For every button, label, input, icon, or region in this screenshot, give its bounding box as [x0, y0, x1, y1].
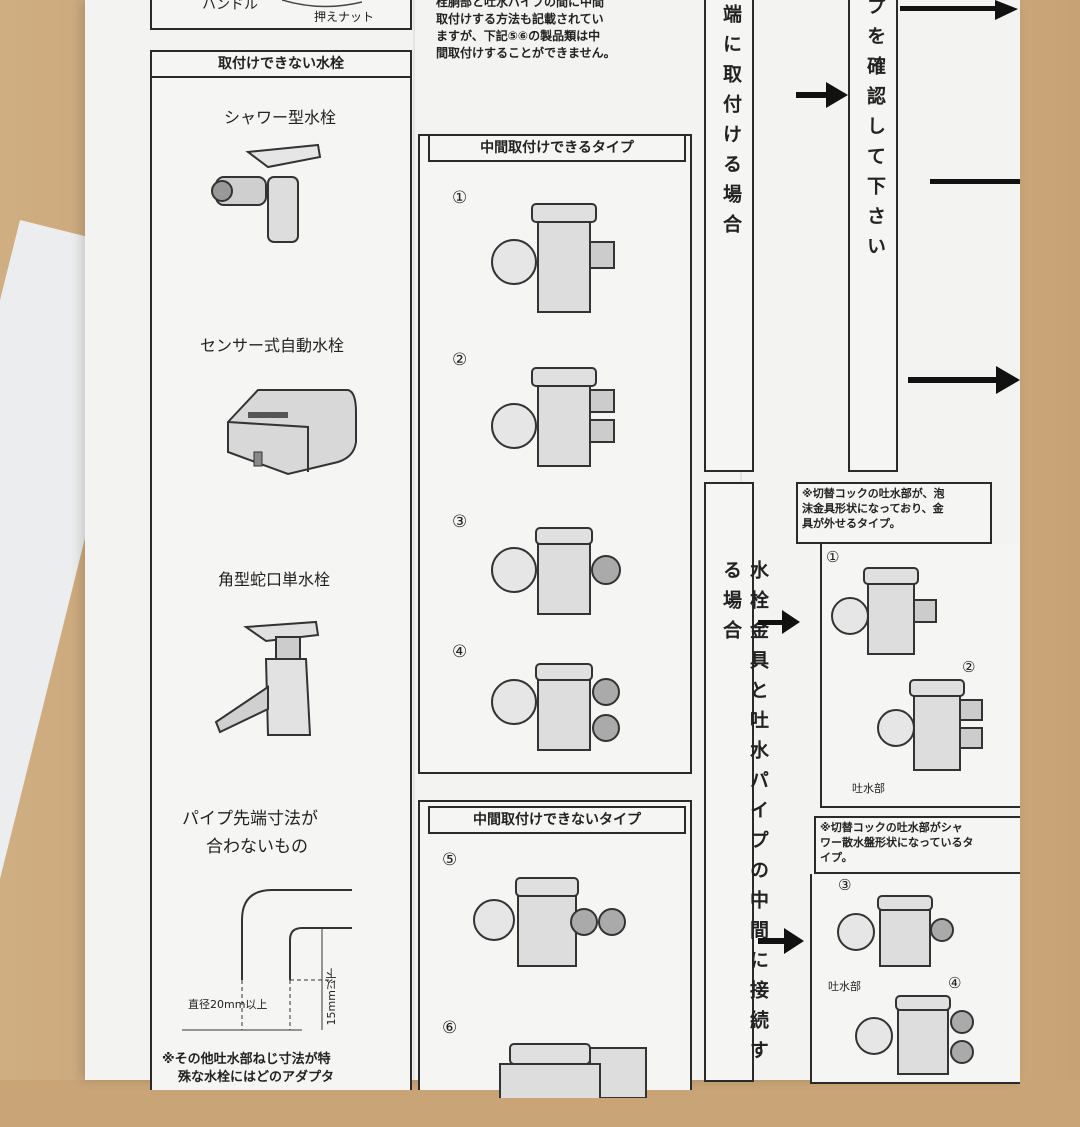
arrow-right-icon [900, 0, 1018, 20]
note-foam-line: ※切替コックの吐水部が、泡 [802, 487, 945, 500]
foam-examples-box: ① ② 吐水部 [820, 544, 1020, 808]
foam-item-2: ② [962, 658, 976, 676]
diameter-label: 直径20mm以上 [188, 998, 268, 1011]
intro-text-line: 間取付けすることができません。 [436, 46, 616, 60]
pipe-title-line1: パイプ先端寸法が [182, 809, 318, 829]
middle-connection-column: 水栓金具と吐水パイプの中間に接続する場合 [704, 482, 769, 1082]
pipe-dimension-diagram [182, 889, 352, 1031]
unsupported-faucets-box: 取付けできない水栓 シャワー型水栓 センサー式自動水栓 角型蛇口単水栓 [150, 50, 412, 770]
square-faucet-icon [214, 620, 320, 736]
handle-part-icon [282, 0, 362, 8]
item-number-1: ① [452, 188, 468, 208]
arrow-right-icon [796, 82, 848, 108]
item-number-5: ⑤ [442, 850, 458, 870]
intro-text-line: ますが、下記⑤⑥の製品類は中 [436, 29, 601, 43]
diverter-valve-icon-foam-2 [877, 679, 983, 771]
note-foam-line: 具が外せるタイプ。 [802, 517, 901, 530]
arrow-right-icon [758, 928, 804, 954]
diverter-valve-icon-6 [499, 1043, 647, 1098]
intro-text: 栓胴部と吐水パイプの間に中間 取付けする方法も記載されてい ますが、下記⑤⑥の製… [436, 0, 616, 62]
diverter-valve-icon-1 [491, 203, 615, 313]
diverter-valve-icon-5 [473, 877, 626, 967]
faucet-label-shower: シャワー型水栓 [224, 108, 337, 127]
incompatible-types-title: 中間取付けできないタイプ [428, 806, 686, 834]
diverter-valve-icon-2 [491, 367, 615, 467]
arrow-right-icon [758, 610, 800, 634]
note-shower-line: イプ。 [820, 851, 853, 864]
note-foam-text: ※切替コックの吐水部が、泡 沫金具形状になっており、金 具が外せるタイプ。 [802, 486, 944, 531]
note-foam-line: 沫金具形状になっており、金 [802, 502, 944, 515]
arrow-right-icon [908, 366, 1020, 394]
middle-connection-text: 水栓金具と吐水パイプの中間に接続する場合 [720, 560, 769, 1070]
shower-item-4: ④ [948, 974, 962, 992]
diverter-valve-icon-3 [491, 527, 621, 615]
faucet-label-sensor: センサー式自動水栓 [200, 336, 345, 355]
divider-line [930, 179, 1020, 184]
diverter-valve-icon-foam-1 [831, 567, 937, 655]
check-type-text: プを確認して下さい [864, 0, 886, 266]
bottom-note-line2: 殊な水栓にはどのアダプタ [178, 1070, 335, 1085]
incompatible-types-box: 中間取付けできないタイプ ⑤ ⑥ [418, 800, 692, 1098]
note-shower-text: ※切替コックの吐水部がシャ ワー散水盤形状になっているタ イプ。 [820, 820, 973, 865]
item-number-6: ⑥ [442, 1018, 458, 1038]
diverter-valve-icon-shower-3 [837, 895, 954, 967]
item-number-4: ④ [452, 642, 468, 662]
pipe-title-line2: 合わないもの [206, 837, 308, 857]
shower-item-3: ③ [838, 876, 852, 894]
bottom-note-line1: ※その他吐水部ねじ寸法が特 [162, 1052, 331, 1067]
nut-label: 押えナット [314, 10, 375, 24]
outlet-label-foam: 吐水部 [852, 782, 885, 795]
note-box-foam: ※切替コックの吐水部が、泡 沫金具形状になっており、金 具が外せるタイプ。 [796, 482, 992, 544]
diverter-valve-icon-shower-4 [855, 995, 974, 1075]
faucet-label-square: 角型蛇口単水栓 [218, 570, 331, 589]
compatible-types-title: 中間取付けできるタイプ [428, 134, 686, 162]
unsupported-faucets-title: 取付けできない水栓 [152, 52, 410, 78]
intro-text-line: 栓胴部と吐水パイプの間に中間 [436, 0, 605, 9]
check-type-column: プを確認して下さい [848, 0, 898, 472]
note-shower-line: ※切替コックの吐水部がシャ [820, 821, 963, 834]
intro-text-line: 取付けする方法も記載されてい [436, 12, 604, 26]
note-shower-line: ワー散水盤形状になっているタ [820, 836, 974, 849]
end-attachment-text: 端に取付ける場合 [720, 4, 742, 244]
outlet-label-shower: 吐水部 [828, 980, 861, 993]
handle-label: ハンドル [202, 0, 258, 13]
diverter-valve-icon-4 [491, 663, 620, 751]
note-box-shower: ※切替コックの吐水部がシャ ワー散水盤形状になっているタ イプ。 [814, 816, 1020, 874]
item-number-3: ③ [452, 512, 468, 532]
item-number-2: ② [452, 350, 468, 370]
pipe-dimension-box: パイプ先端寸法が 合わないもの 直径20mm以上 15mm以下 ※その他吐水部ね… [150, 770, 412, 1090]
handle-diagram-box: ハンドル 押えナット [150, 0, 412, 30]
foam-item-1: ① [826, 548, 840, 566]
end-attachment-column: 端に取付ける場合 [704, 0, 754, 472]
paper-fold [413, 0, 415, 1080]
length-label: 15mm以下 [325, 968, 338, 1026]
shower-faucet-icon [211, 143, 322, 243]
sensor-faucet-icon [227, 389, 357, 476]
shower-examples-box: ③ 吐水部 ④ [810, 874, 1020, 1084]
compatible-types-box: 中間取付けできるタイプ ① ② ③ ④ [418, 134, 692, 774]
